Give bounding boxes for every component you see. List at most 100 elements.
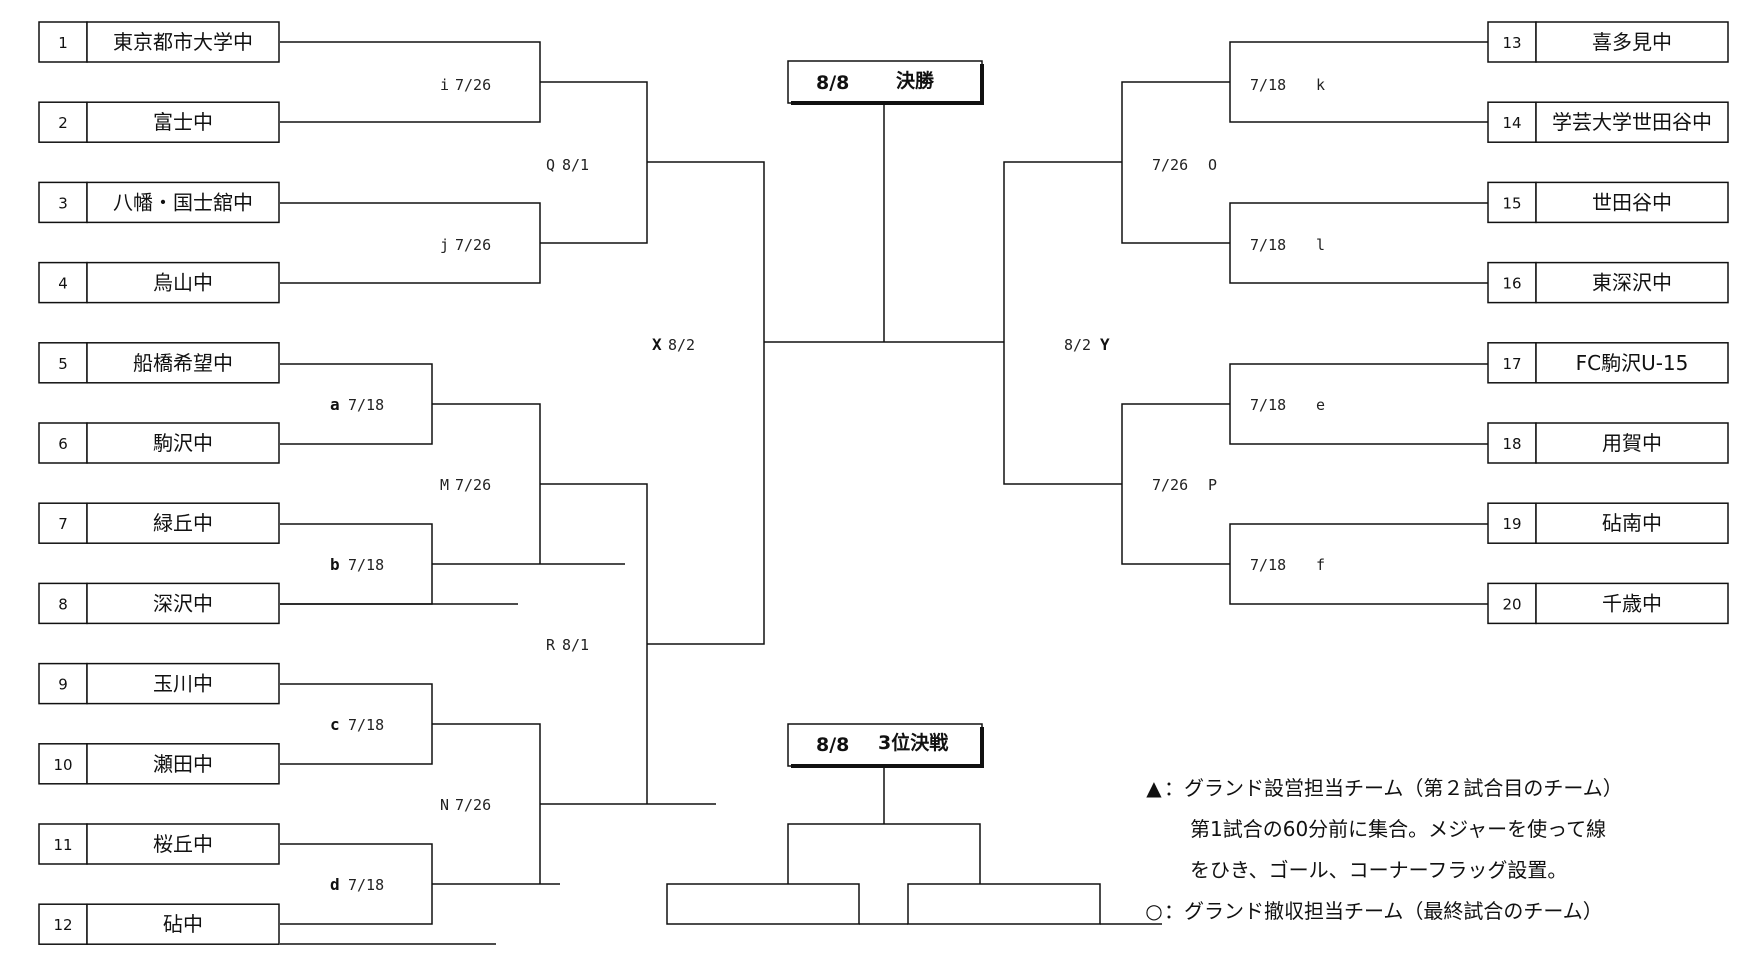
team-seed: 10 — [53, 756, 72, 774]
seed-cell — [38, 743, 88, 785]
name-cell — [86, 582, 280, 625]
team-seed: 13 — [1502, 34, 1521, 52]
team-seed: 16 — [1502, 275, 1521, 293]
seed-cell — [38, 261, 88, 304]
seed-cell — [1487, 261, 1537, 304]
team-seed: 2 — [58, 114, 68, 132]
team-seed: 12 — [53, 916, 72, 934]
name-cell — [86, 261, 280, 304]
match-label-c: c 7/18 — [330, 715, 384, 734]
seed-cell — [1487, 21, 1537, 63]
name-cell — [86, 342, 280, 384]
match-label-q: Q 8/1 — [546, 156, 589, 174]
match-label-j: j 7/26 — [440, 236, 491, 254]
name-cell — [1535, 261, 1729, 304]
team-name: 学芸大学世田谷中 — [1552, 110, 1712, 134]
match-id: O — [1208, 156, 1217, 174]
team-name: 用賀中 — [1602, 431, 1662, 455]
team-name: 千歳中 — [1602, 591, 1662, 615]
name-cell — [1535, 181, 1729, 224]
match-id: i — [440, 76, 449, 94]
team-seed: 8 — [58, 595, 68, 613]
third-slot-right — [907, 883, 1101, 925]
match-id: X — [652, 335, 662, 354]
final-box: 8/8 決勝 — [787, 60, 984, 105]
match-id: k — [1316, 76, 1325, 94]
team-seed: 9 — [58, 676, 68, 694]
team-name: 砧中 — [163, 912, 203, 936]
team-seed: 11 — [53, 836, 72, 854]
seed-cell — [1487, 582, 1537, 625]
match-label-f: 7/18 f — [1250, 556, 1325, 574]
team-seed: 7 — [58, 515, 68, 533]
team-seed: 5 — [58, 355, 68, 373]
ground-setup-line1: ：グランド設営担当チーム（第２試合目のチーム） — [1164, 776, 1623, 800]
team-box: 2 富士中 — [38, 101, 280, 143]
final-label: 決勝 — [896, 69, 935, 92]
match-date: 7/26 — [455, 476, 491, 494]
third-place-date: 8/8 — [816, 734, 849, 756]
match-label-l: 7/18 l — [1250, 236, 1325, 254]
match-date: 7/26 — [1152, 476, 1188, 494]
match-id: j — [440, 236, 449, 254]
match-label-n: N 7/26 — [440, 796, 491, 814]
name-cell — [1535, 422, 1729, 464]
team-seed: 14 — [1502, 114, 1521, 132]
name-cell — [86, 422, 280, 464]
name-cell — [1535, 582, 1729, 625]
team-name: 富士中 — [153, 110, 213, 134]
team-name: 深沢中 — [153, 591, 213, 615]
match-date: 7/18 — [348, 876, 384, 894]
match-id: e — [1316, 396, 1325, 414]
match-date: 7/26 — [1152, 156, 1188, 174]
match-x-line — [647, 161, 765, 645]
match-date: 7/18 — [348, 396, 384, 414]
match-label-p: 7/26 P — [1152, 476, 1217, 494]
match-id: N — [440, 796, 449, 814]
seed-cell — [38, 21, 88, 63]
seed-cell — [38, 181, 88, 224]
match-label-b: b 7/18 — [330, 555, 384, 574]
match-id: M — [440, 476, 449, 494]
match-id: P — [1208, 476, 1217, 494]
match-date: 7/18 — [1250, 556, 1286, 574]
match-date: 8/1 — [562, 156, 589, 174]
match-q-line — [540, 81, 648, 244]
circle-icon: ○ — [1145, 899, 1163, 923]
team-name: 烏山中 — [153, 271, 213, 295]
match-label-o: 7/26 O — [1152, 156, 1217, 174]
name-cell — [86, 101, 280, 143]
team-name: 八幡・国士舘中 — [113, 190, 253, 214]
seed-cell — [38, 823, 88, 865]
seed-cell — [38, 101, 88, 143]
team-seed: 18 — [1502, 435, 1521, 453]
ground-cleanup-line1: ：グランド撤収担当チーム（最終試合のチーム） — [1164, 899, 1603, 923]
match-id: a — [330, 395, 340, 414]
name-cell — [1535, 502, 1729, 544]
match-j-line — [280, 202, 541, 284]
match-label-m: M 7/26 — [440, 476, 491, 494]
team-seed: 4 — [58, 275, 68, 293]
match-date: 8/2 — [1064, 336, 1091, 354]
match-date: 7/18 — [1250, 76, 1286, 94]
team-seed: 17 — [1502, 355, 1521, 373]
match-label-a: a 7/18 — [330, 395, 384, 414]
name-cell — [86, 181, 280, 224]
match-n-line — [432, 723, 541, 884]
match-labels: i 7/26 j 7/26 Q 8/1 a 7/18 M 7/26 b 7/18… — [330, 76, 1325, 894]
team-box: 18 用賀中 — [1487, 422, 1729, 464]
team-name: 桜丘中 — [153, 832, 213, 856]
match-id: f — [1316, 556, 1325, 574]
team-box: 14 学芸大学世田谷中 — [1487, 101, 1729, 143]
team-seed: 19 — [1502, 515, 1521, 533]
team-name: 東京都市大学中 — [113, 30, 253, 54]
team-seed: 1 — [58, 34, 68, 52]
seed-cell — [38, 582, 88, 625]
